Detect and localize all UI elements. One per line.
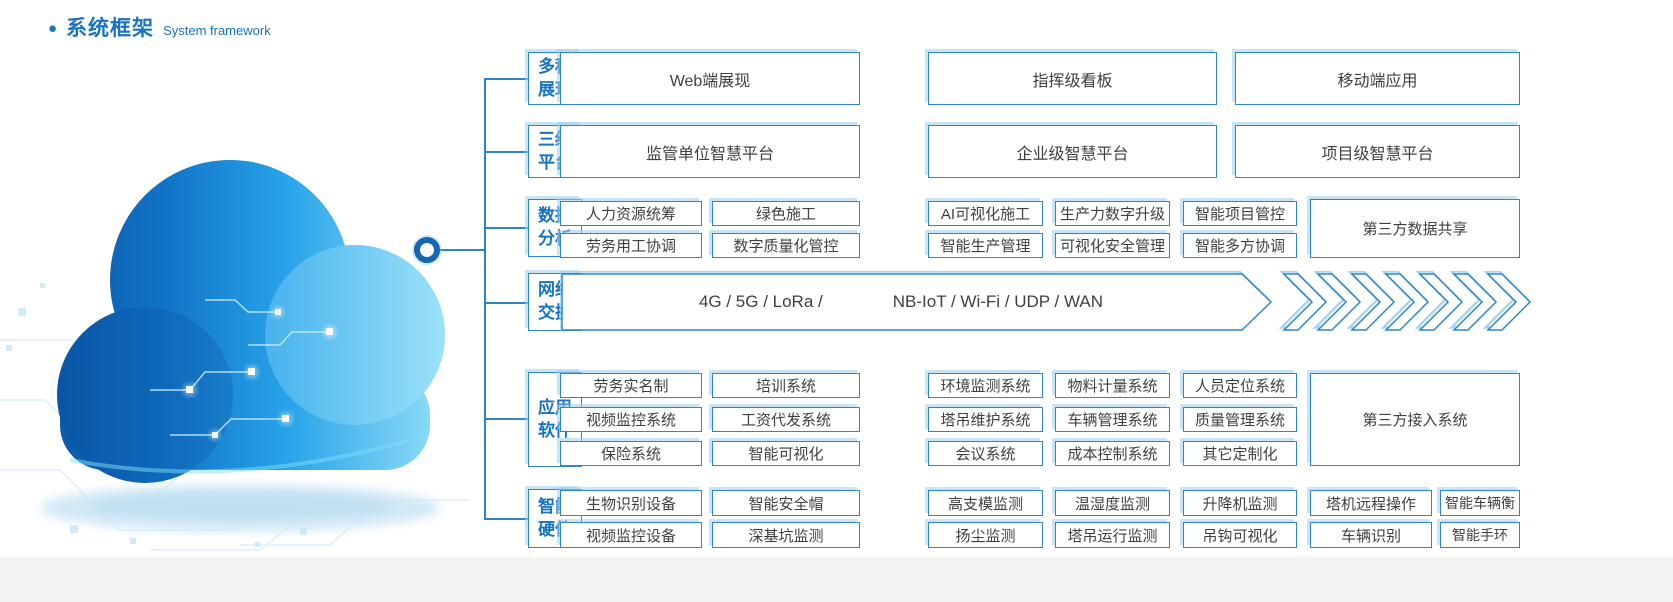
box-training-system: 培训系统	[712, 373, 860, 398]
connector-node-line	[436, 249, 484, 251]
box-towercrane-maintenance-system: 塔吊维护系统	[928, 407, 1043, 432]
box-other-customization: 其它定制化	[1183, 441, 1297, 466]
box-productivity-upgrade: 生产力数字升级	[1055, 201, 1170, 226]
box-web-display: Web端展现	[560, 52, 860, 105]
box-visual-safety-mgmt: 可视化安全管理	[1055, 233, 1170, 258]
network-banner	[560, 271, 1532, 331]
box-project-platform: 项目级智慧平台	[1235, 125, 1520, 178]
box-digital-quality-control: 数字质量化管控	[712, 233, 860, 258]
box-meeting-system: 会议系统	[928, 441, 1043, 466]
box-towercrane-operation-monitoring: 塔吊运行监测	[1055, 522, 1170, 548]
box-towercrane-remote-operation: 塔机远程操作	[1310, 490, 1432, 516]
box-smart-production-mgmt: 智能生产管理	[928, 233, 1043, 258]
box-biometric-device: 生物识别设备	[560, 490, 702, 516]
title-en: System framework	[163, 23, 271, 38]
box-vehicle-mgmt-system: 车辆管理系统	[1055, 407, 1170, 432]
box-labor-realname: 劳务实名制	[560, 373, 702, 398]
box-regulator-platform: 监管单位智慧平台	[560, 125, 860, 178]
box-smart-multiparty-coordination: 智能多方协调	[1183, 233, 1297, 258]
network-protocols-right: NB-IoT / Wi-Fi / UDP / WAN	[892, 292, 1104, 311]
page-title: ● 系统框架 System framework	[48, 12, 271, 42]
bottom-band	[0, 557, 1673, 602]
box-dust-monitoring: 扬尘监测	[928, 522, 1043, 548]
box-environment-monitoring-system: 环境监测系统	[928, 373, 1043, 398]
box-payroll-system: 工资代发系统	[712, 407, 860, 432]
cloud-illustration	[0, 160, 470, 551]
network-protocols-label: 4G / 5G / LoRa / NB-IoT / Wi-Fi / UDP / …	[560, 273, 1242, 331]
box-deep-pit-monitoring: 深基坑监测	[712, 522, 860, 548]
box-smart-weighbridge: 智能车辆衡	[1440, 490, 1520, 516]
box-vehicle-recognition: 车辆识别	[1310, 522, 1432, 548]
connector-trunk	[484, 78, 486, 520]
network-protocols-left: 4G / 5G / LoRa /	[698, 292, 823, 311]
connector-branch-1	[484, 78, 528, 80]
box-personnel-positioning-system: 人员定位系统	[1183, 373, 1297, 398]
connector-branch-5	[484, 418, 528, 420]
box-material-metering-system: 物料计量系统	[1055, 373, 1170, 398]
title-zh: 系统框架	[66, 17, 155, 40]
box-smart-project-control: 智能项目管控	[1183, 201, 1297, 226]
box-mobile-app: 移动端应用	[1235, 52, 1520, 105]
box-video-surveillance-system: 视频监控系统	[560, 407, 702, 432]
box-hook-visualization: 吊钩可视化	[1183, 522, 1297, 548]
box-highformwork-monitoring: 高支模监测	[928, 490, 1043, 516]
connector-branch-4	[484, 302, 528, 304]
box-enterprise-platform: 企业级智慧平台	[928, 125, 1217, 178]
box-cost-control-system: 成本控制系统	[1055, 441, 1170, 466]
box-quality-mgmt-system: 质量管理系统	[1183, 407, 1297, 432]
box-command-board: 指挥级看板	[928, 52, 1217, 105]
box-insurance-system: 保险系统	[560, 441, 702, 466]
box-ai-visual-construction: AI可视化施工	[928, 201, 1043, 226]
bullet-icon: ●	[48, 20, 58, 37]
box-smart-visualization: 智能可视化	[712, 441, 860, 466]
box-smart-wristband: 智能手环	[1440, 522, 1520, 548]
connector-branch-3	[484, 227, 528, 229]
box-labor-coordination: 劳务用工协调	[560, 233, 702, 258]
box-temp-humidity-monitoring: 温湿度监测	[1055, 490, 1170, 516]
connector-branch-6	[484, 518, 528, 520]
box-video-surveillance-device: 视频监控设备	[560, 522, 702, 548]
cloud-node-icon	[414, 237, 440, 263]
box-hr-planning: 人力资源统筹	[560, 201, 702, 226]
box-green-construction: 绿色施工	[712, 201, 860, 226]
box-thirdparty-access-system: 第三方接入系统	[1310, 373, 1520, 466]
box-smart-helmet: 智能安全帽	[712, 490, 860, 516]
connector-branch-2	[484, 151, 528, 153]
box-thirdparty-data-sharing: 第三方数据共享	[1310, 199, 1520, 258]
box-hoist-monitoring: 升降机监测	[1183, 490, 1297, 516]
